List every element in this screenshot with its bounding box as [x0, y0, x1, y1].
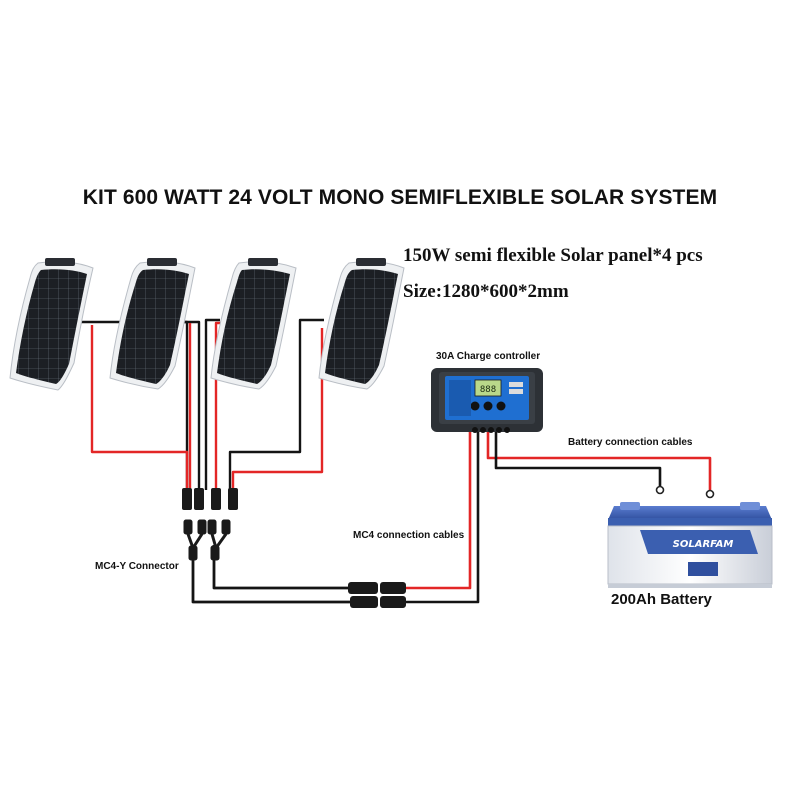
- panel4-positive-wire: [231, 328, 324, 490]
- y-positive-cable: [212, 545, 360, 590]
- solar-panel-3: [210, 258, 297, 390]
- mc4-positive-to-controller: [404, 430, 472, 590]
- battery-label: 200Ah Battery: [611, 591, 712, 608]
- mc4-extension-connectors: [348, 582, 406, 608]
- mc4-negative-to-controller: [404, 430, 480, 604]
- controller-button-1: [470, 401, 480, 411]
- mc4-inline-connectors: [182, 488, 238, 510]
- mc4-y-connector-label: MC4-Y Connector: [95, 561, 179, 572]
- panel4-negative-wire: [228, 318, 324, 490]
- charge-controller: 888: [431, 368, 543, 433]
- solar-panel-1: [9, 258, 94, 391]
- size-spec-text: Size:1280*600*2mm: [403, 281, 569, 302]
- controller-button-2: [483, 401, 493, 411]
- solar-panel-4: [318, 258, 405, 390]
- battery-positive-lug: [705, 489, 715, 499]
- mc4-y-connector: [183, 519, 231, 561]
- charge-controller-label: 30A Charge controller: [436, 351, 541, 362]
- mc4-connector-2: [194, 488, 204, 510]
- page-title: KIT 600 WATT 24 VOLT MONO SEMIFLEXIBLE S…: [82, 186, 718, 209]
- usb-port-2: [509, 389, 523, 394]
- controller-terminals: [472, 427, 510, 433]
- panel1-positive-wire: [90, 325, 189, 490]
- panel-spec-text: 150W semi flexible Solar panel*4 pcs: [403, 245, 703, 266]
- mc4-connector-1: [182, 488, 192, 510]
- y-negative-cable: [191, 545, 360, 604]
- solar-panel-2: [109, 258, 196, 390]
- mc4-connector-4: [228, 488, 238, 510]
- battery-negative-cable: [494, 430, 662, 486]
- battery-cables-label: Battery connection cables: [568, 437, 693, 448]
- battery-positive-cable: [486, 430, 712, 490]
- panel3-negative-wire: [204, 318, 220, 490]
- mc4-connector-3: [211, 488, 221, 510]
- battery: SOLARFAM: [607, 502, 773, 588]
- battery-negative-lug: [655, 485, 665, 495]
- mc4-cables-label: MC4 connection cables: [353, 530, 465, 541]
- usb-port-1: [509, 382, 523, 387]
- controller-lcd: [474, 379, 502, 397]
- battery-brand-text: SOLARFAM: [673, 539, 734, 550]
- controller-button-3: [496, 401, 506, 411]
- controller-lcd-text: 888: [480, 385, 496, 395]
